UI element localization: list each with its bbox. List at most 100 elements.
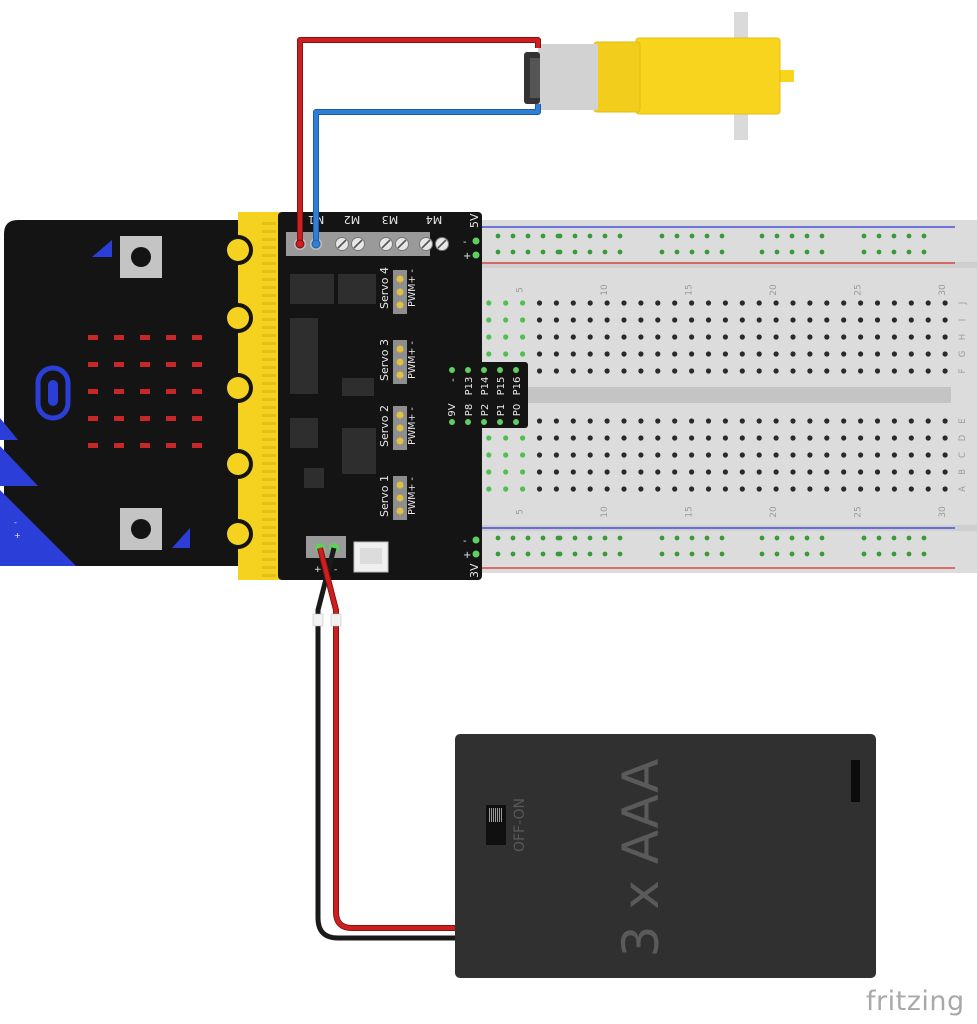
breadboard-hole [536, 469, 543, 475]
gpio-pin [497, 419, 503, 425]
rail-hole [689, 535, 695, 541]
breadboard-hole [858, 452, 864, 458]
rail-hole [557, 551, 563, 557]
breadboard-hole [722, 486, 729, 492]
column-number: 20 [769, 284, 779, 296]
rail-hole [572, 233, 578, 239]
breadboard-hole [604, 334, 610, 340]
breadboard-hole [570, 469, 576, 475]
edge-connector [223, 212, 280, 580]
gpio-pin [481, 419, 487, 425]
edge-finger [262, 542, 276, 545]
breadboard-hole [807, 469, 813, 475]
edge-finger [262, 374, 276, 377]
breadboard-hole [705, 351, 712, 357]
breadboard-hole [570, 486, 576, 492]
breadboard-hole [773, 452, 779, 458]
edge-finger [262, 446, 276, 449]
breadboard-hole [705, 486, 712, 492]
rail-hole [774, 249, 780, 255]
breadboard-hole [739, 317, 745, 323]
rail-hole [617, 551, 623, 557]
button-b[interactable] [120, 508, 162, 550]
rail-hole [510, 233, 516, 239]
gpio-pins [449, 367, 519, 425]
rail-hole [540, 551, 546, 557]
breadboard-hole [790, 418, 796, 424]
motor-driver-board: M1 M2 M3 M4 5V - + Servo 4 PWM+ - Servo … [278, 212, 528, 580]
edge-finger [262, 478, 276, 481]
rail-hole [819, 535, 825, 541]
breadboard-hole [587, 486, 593, 492]
breadboard-hole [722, 351, 729, 357]
led [140, 416, 150, 421]
breadboard-hole [486, 469, 492, 475]
breadboard-hole [942, 418, 948, 424]
breadboard-hole [841, 351, 847, 357]
fritzing-logo: fritzing [866, 986, 965, 1017]
gpio-top-0: - [448, 378, 459, 382]
led [166, 335, 176, 340]
servo-3-label: Servo 3 [378, 339, 391, 381]
rail-hole [525, 233, 531, 239]
led [192, 443, 202, 448]
gearbox [635, 37, 781, 115]
rail-hole [906, 249, 912, 255]
breadboard-hole [689, 435, 695, 441]
rail-hole [659, 551, 665, 557]
rail-hole [587, 233, 593, 239]
chip-5 [290, 418, 318, 448]
rail-hole [689, 233, 695, 239]
breadboard-hole [925, 300, 931, 306]
row-letter: I [958, 319, 968, 322]
breadboard-hole [858, 300, 864, 306]
breadboard-hole [689, 469, 695, 475]
breadboard-hole [773, 351, 779, 357]
led [88, 389, 98, 394]
rail-hole [557, 535, 563, 541]
breadboard-hole [858, 334, 864, 340]
servo-headers [393, 270, 407, 520]
edge-pad [227, 239, 249, 261]
breadboard-hole [942, 334, 948, 340]
edge-finger [262, 230, 276, 233]
switch-rib [491, 808, 492, 822]
led [140, 443, 150, 448]
rail-hole [674, 233, 680, 239]
breadboard-hole [722, 469, 729, 475]
breadboard-hole [672, 317, 678, 323]
rail-hole [540, 535, 546, 541]
rail-hole [861, 233, 867, 239]
edge-finger [262, 270, 276, 273]
rail-hole [602, 535, 608, 541]
power-switch[interactable] [486, 805, 506, 845]
breadboard-hole [908, 300, 914, 306]
breadboard-hole [638, 300, 644, 306]
breadboard-hole [891, 486, 898, 492]
breadboard-hole [942, 368, 948, 374]
breadboard-hole [858, 435, 864, 441]
button-a[interactable] [120, 236, 162, 278]
breadboard-hole [858, 486, 864, 492]
breadboard-hole [570, 435, 576, 441]
microbit: - + [0, 212, 280, 580]
breadboard-hole [874, 418, 881, 424]
breadboard-hole [638, 435, 644, 441]
breadboard-hole [739, 435, 745, 441]
breadboard-hole [773, 418, 779, 424]
breadboard-hole [841, 317, 847, 323]
switch-rib [495, 808, 496, 822]
breadboard-hole [655, 435, 661, 441]
breadboard-hole [503, 334, 509, 340]
breadboard-hole [773, 300, 779, 306]
breadboard-hole [756, 351, 762, 357]
breadboard-hole [520, 300, 526, 306]
breadboard-hole [672, 368, 678, 374]
breadboard-hole [570, 351, 576, 357]
breadboard-hole [824, 418, 830, 424]
led [88, 416, 98, 421]
breadboard-hole [807, 418, 813, 424]
breadboard-hole [739, 452, 745, 458]
breadboard-hole [486, 452, 492, 458]
breadboard-hole [486, 351, 492, 357]
